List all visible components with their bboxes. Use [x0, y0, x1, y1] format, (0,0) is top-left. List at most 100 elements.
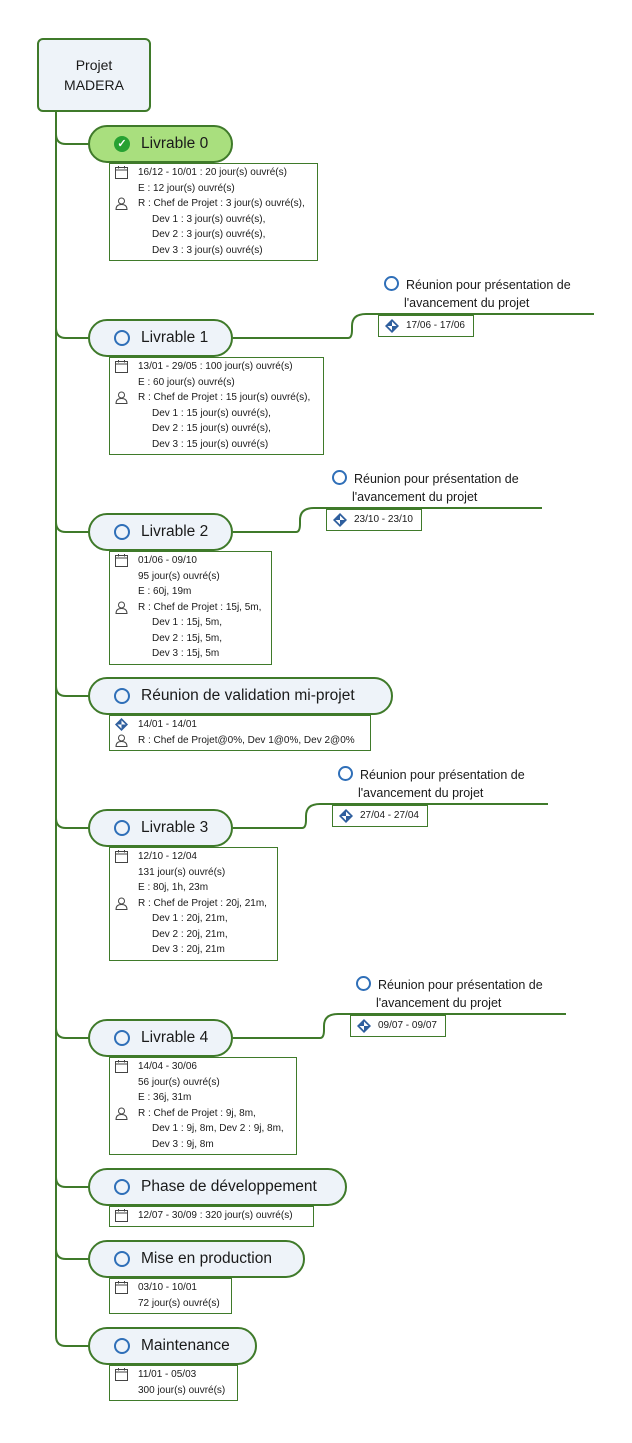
resource-line: Dev 1 : 9j, 8m, Dev 2 : 9j, 8m, — [152, 1123, 284, 1134]
person-icon — [115, 391, 128, 404]
effort-text: E : 36j, 31m — [138, 1092, 192, 1103]
resource-line: Dev 2 : 20j, 21m, — [152, 928, 228, 940]
node-title: Livrable 1 — [141, 329, 209, 346]
resources-text: R : Chef de Projet@0%, Dev 1@0%, Dev 2@0… — [138, 734, 355, 746]
resource-line: Dev 2 : 15 jour(s) ouvré(s), — [152, 423, 271, 434]
milestone-title-4[interactable]: Réunion pour présentation de l'avancemen… — [356, 976, 543, 1012]
node-livrable-1[interactable]: Livrable 1 — [88, 319, 233, 357]
resource-line: Dev 2 : 3 jour(s) ouvré(s), — [152, 229, 266, 240]
node-details-reunion-validation: 14/01 - 14/01 R : Chef de Projet@0%, Dev… — [109, 715, 371, 751]
node-title: Livrable 3 — [141, 819, 209, 836]
root-title-line2: MADERA — [64, 77, 124, 93]
milestone-title-3[interactable]: Réunion pour présentation de l'avancemen… — [338, 766, 525, 802]
calendar-icon — [115, 360, 128, 373]
dates-text: 11/01 - 05/03 — [138, 1369, 197, 1380]
milestone-title-1[interactable]: Réunion pour présentation de l'avancemen… — [384, 276, 571, 312]
milestone-line2: l'avancement du projet — [352, 490, 478, 504]
resource-line: Dev 3 : 3 jour(s) ouvré(s) — [152, 244, 263, 256]
node-title: Livrable 4 — [141, 1029, 209, 1046]
duration-text: 300 jour(s) ouvré(s) — [138, 1384, 226, 1396]
node-title: Livrable 2 — [141, 523, 209, 540]
node-title: Maintenance — [141, 1337, 230, 1354]
node-reunion-validation[interactable]: Réunion de validation mi-projet — [88, 677, 393, 715]
resource-line: Dev 2 : 15j, 5m, — [152, 632, 223, 644]
node-details-livrable-2: 01/06 - 09/10 95 jour(s) ouvré(s) E : 60… — [109, 551, 272, 665]
check-circle-icon: ✓ — [114, 136, 130, 152]
root-title-line1: Projet — [75, 57, 113, 73]
milestone-dates-text: 27/04 - 27/04 — [360, 810, 419, 821]
calendar-icon — [115, 1368, 128, 1381]
resource-line: Dev 3 : 15j, 5m — [152, 648, 220, 659]
node-title: Réunion de validation mi-projet — [141, 687, 355, 704]
milestone-line2: l'avancement du projet — [376, 996, 502, 1010]
duration-text: 72 jour(s) ouvré(s) — [138, 1297, 220, 1309]
node-title: Phase de développement — [141, 1178, 317, 1195]
milestone-diamond-icon — [115, 718, 128, 731]
node-details-livrable-1: 13/01 - 29/05 : 100 jour(s) ouvré(s) E :… — [109, 357, 324, 455]
milestone-diamond-icon — [333, 513, 347, 527]
person-icon — [115, 197, 128, 210]
open-circle-icon — [114, 524, 130, 540]
open-circle-icon — [114, 1338, 130, 1354]
dates-text: 03/10 - 10/01 — [138, 1282, 197, 1293]
open-circle-icon — [114, 688, 130, 704]
open-circle-icon — [338, 766, 353, 781]
resource-line: Dev 3 : 20j, 21m — [152, 944, 225, 955]
effort-text: E : 60 jour(s) ouvré(s) — [138, 376, 235, 388]
effort-text: E : 80j, 1h, 23m — [138, 882, 209, 893]
milestone-line1: Réunion pour présentation de — [360, 768, 525, 782]
milestone-diamond-icon — [385, 319, 399, 333]
open-circle-icon — [114, 1030, 130, 1046]
milestone-dates-text: 17/06 - 17/06 — [406, 320, 465, 331]
node-livrable-0[interactable]: ✓ Livrable 0 — [88, 125, 233, 163]
node-mise-en-production[interactable]: Mise en production — [88, 1240, 305, 1278]
open-circle-icon — [384, 276, 399, 291]
node-phase-developpement[interactable]: Phase de développement — [88, 1168, 347, 1206]
person-icon — [115, 601, 128, 614]
node-maintenance[interactable]: Maintenance — [88, 1327, 257, 1365]
resources-text: R : Chef de Projet : 9j, 8m, — [138, 1107, 256, 1119]
node-title: Mise en production — [141, 1250, 272, 1267]
node-title: Livrable 0 — [141, 135, 209, 152]
person-icon — [115, 734, 128, 747]
resource-line: Dev 1 : 15j, 5m, — [152, 617, 223, 628]
node-details-livrable-4: 14/04 - 30/06 56 jour(s) ouvré(s) E : 36… — [109, 1057, 297, 1155]
calendar-icon — [115, 554, 128, 567]
dates-text: 13/01 - 29/05 : 100 jour(s) ouvré(s) — [138, 361, 293, 372]
calendar-icon — [115, 1209, 128, 1222]
milestone-dates-text: 23/10 - 23/10 — [354, 514, 413, 525]
milestone-line1: Réunion pour présentation de — [354, 472, 519, 486]
node-details-phase-developpement: 12/07 - 30/09 : 320 jour(s) ouvré(s) — [109, 1206, 314, 1227]
dates-text: 12/10 - 12/04 — [138, 851, 197, 862]
calendar-icon — [115, 1060, 128, 1073]
dates-text: 01/06 - 09/10 — [138, 555, 197, 566]
duration-text: 95 jour(s) ouvré(s) — [138, 570, 220, 582]
calendar-icon — [115, 166, 128, 179]
open-circle-icon — [114, 330, 130, 346]
root-node[interactable]: Projet MADERA — [37, 38, 151, 112]
open-circle-icon — [356, 976, 371, 991]
dates-text: 14/01 - 14/01 — [138, 719, 197, 730]
node-details-livrable-0: 16/12 - 10/01 : 20 jour(s) ouvré(s) E : … — [109, 163, 318, 261]
milestone-diamond-icon — [339, 809, 353, 823]
person-icon — [115, 897, 128, 910]
resources-text: R : Chef de Projet : 15j, 5m, — [138, 601, 262, 613]
dates-text: 14/04 - 30/06 — [138, 1061, 197, 1072]
duration-text: 131 jour(s) ouvré(s) — [138, 866, 226, 878]
resources-text: R : Chef de Projet : 3 jour(s) ouvré(s), — [138, 198, 305, 209]
node-livrable-3[interactable]: Livrable 3 — [88, 809, 233, 847]
node-livrable-4[interactable]: Livrable 4 — [88, 1019, 233, 1057]
resource-line: Dev 1 : 20j, 21m, — [152, 913, 228, 924]
open-circle-icon — [114, 1251, 130, 1267]
dates-text: 12/07 - 30/09 : 320 jour(s) ouvré(s) — [138, 1210, 293, 1221]
node-details-livrable-3: 12/10 - 12/04 131 jour(s) ouvré(s) E : 8… — [109, 847, 278, 961]
node-details-maintenance: 11/01 - 05/03 300 jour(s) ouvré(s) — [109, 1365, 238, 1401]
milestone-line2: l'avancement du projet — [404, 296, 530, 310]
resource-line: Dev 3 : 9j, 8m — [152, 1138, 214, 1150]
node-livrable-2[interactable]: Livrable 2 — [88, 513, 233, 551]
milestone-line1: Réunion pour présentation de — [378, 978, 543, 992]
resources-text: R : Chef de Projet : 15 jour(s) ouvré(s)… — [138, 392, 311, 403]
milestone-title-2[interactable]: Réunion pour présentation de l'avancemen… — [332, 470, 519, 506]
milestone-dates-2: 23/10 - 23/10 — [326, 509, 422, 531]
